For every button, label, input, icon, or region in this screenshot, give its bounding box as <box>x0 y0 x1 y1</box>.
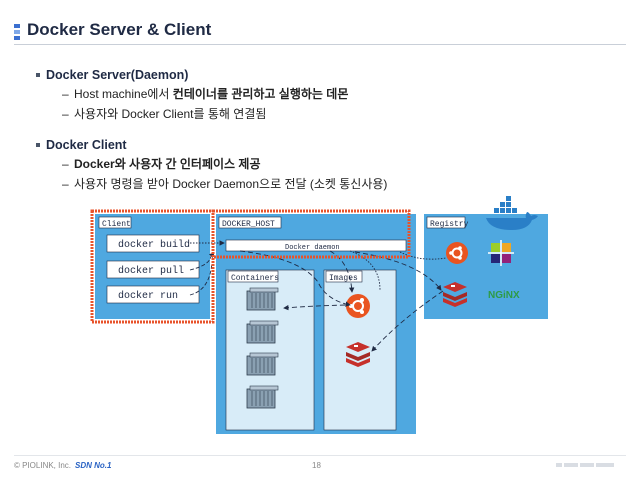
centos-icon <box>488 240 514 266</box>
dash-icon: – <box>62 87 69 101</box>
nginx-logo: NGiNX <box>488 290 520 301</box>
registry-panel: Registry NGiNX <box>424 196 548 319</box>
docker-daemon-label: Docker daemon <box>285 244 340 252</box>
client-panel: Client docker build docker pull docker r… <box>95 214 210 319</box>
docker-daemon-box <box>225 239 407 252</box>
bullet-subitem: –사용자 명령을 받아 Docker Daemon으로 전달 (소켓 통신사용) <box>36 174 596 194</box>
bullet-heading: Docker Server(Daemon) <box>36 66 596 84</box>
ubuntu-icon <box>346 294 370 318</box>
bullet-subitem: –Docker와 사용자 간 인터페이스 제공 <box>36 154 596 174</box>
images-label: Images <box>329 274 358 283</box>
connection-arrows <box>189 240 447 352</box>
bullet-subitem: –Host machine에서 컨테이너를 관리하고 실행하는 데몬 <box>36 84 596 104</box>
container-icon <box>246 320 279 344</box>
title-divider <box>14 44 626 45</box>
container-icon <box>246 385 279 409</box>
command-label: docker build <box>118 239 190 251</box>
ubuntu-icon <box>446 242 468 264</box>
redis-icon <box>443 282 467 307</box>
slide-title: Docker Server & Client <box>27 20 212 39</box>
container-icon <box>246 287 279 311</box>
registry-label: Registry <box>430 220 469 229</box>
container-icon <box>246 352 279 376</box>
docker-whale-icon <box>486 196 538 230</box>
command-label: docker pull <box>118 265 184 277</box>
redis-icon <box>346 342 370 367</box>
dash-icon: – <box>62 107 69 121</box>
footer-copyright: © PIOLINK, Inc.SDN No.1 <box>14 461 112 470</box>
bullet-subitem: –사용자와 Docker Client를 통해 연결됨 <box>36 104 596 124</box>
containers-label: Containers <box>231 274 279 283</box>
docker-host-panel: DOCKER_HOST Docker daemon Containers Ima… <box>216 214 416 434</box>
dash-icon: – <box>62 157 69 171</box>
client-label: Client <box>102 220 131 229</box>
command-label: docker run <box>118 290 178 302</box>
footer-divider <box>14 455 626 456</box>
client-highlight <box>90 209 215 324</box>
title-mark-icon <box>14 24 20 40</box>
company-logo-icon <box>556 463 614 467</box>
dash-icon: – <box>62 177 69 191</box>
page-number: 18 <box>312 461 321 470</box>
bullet-list: Docker Server(Daemon) –Host machine에서 컨테… <box>36 66 596 194</box>
command-docker-build <box>106 234 200 253</box>
bullet-square-icon <box>36 73 40 77</box>
bullet-heading: Docker Client <box>36 136 596 154</box>
footer-tag: SDN No.1 <box>75 461 112 470</box>
bullet-square-icon <box>36 143 40 147</box>
command-docker-pull <box>106 260 200 279</box>
daemon-highlight <box>211 209 411 259</box>
docker-host-label: DOCKER_HOST <box>222 220 275 229</box>
command-docker-run <box>106 285 200 304</box>
